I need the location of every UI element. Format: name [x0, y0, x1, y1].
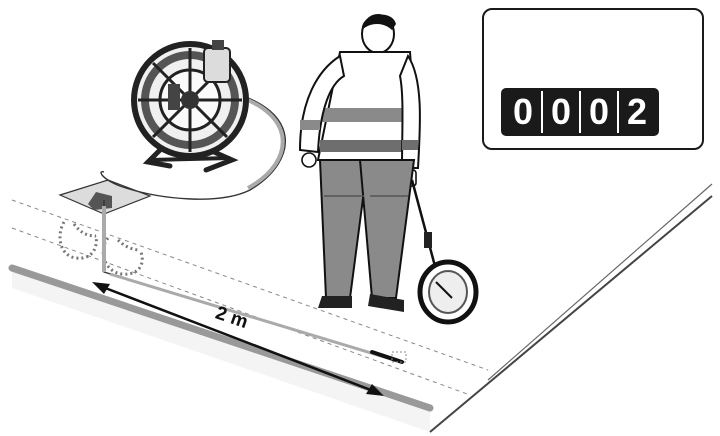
counter-digits: 0 0 0 2: [501, 88, 659, 136]
counter-display: 0 0 0 2: [482, 8, 704, 150]
counter-digit: 2: [619, 91, 655, 133]
cable-reel-icon: [134, 40, 246, 170]
sonde-icon: [372, 352, 406, 362]
counter-digit: 0: [505, 91, 543, 133]
measuring-wheel-icon: [412, 180, 476, 322]
pipe-icon: [60, 222, 142, 274]
counter-digit: 0: [543, 91, 581, 133]
counter-digit: 0: [581, 91, 619, 133]
worker-figure-icon: [300, 15, 420, 312]
floor: [12, 184, 712, 432]
